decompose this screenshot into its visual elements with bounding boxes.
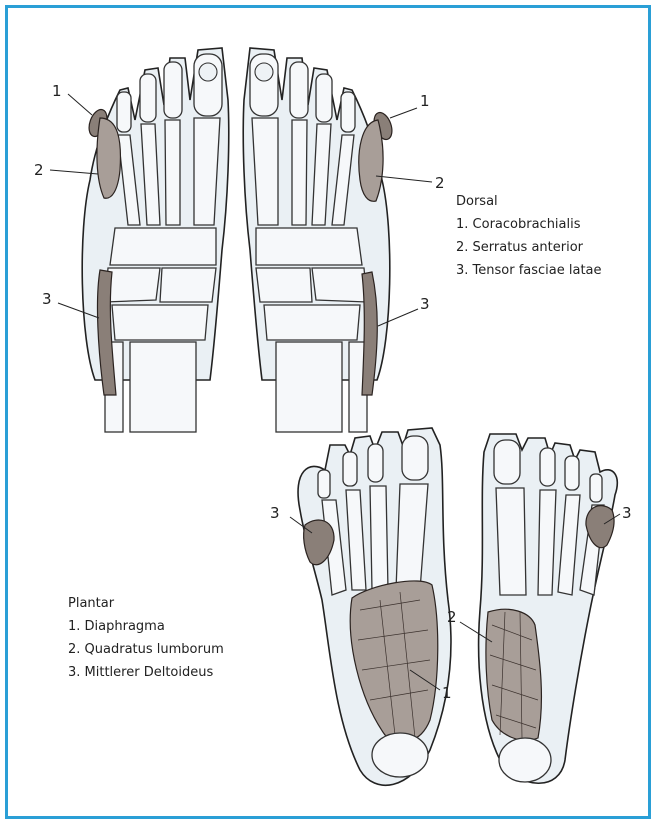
marker-dorsal-left-2: 2 xyxy=(34,161,44,179)
plantar-right-foot xyxy=(479,434,618,783)
dorsal-legend: Dorsal 1. Coracobrachialis 2. Serratus a… xyxy=(456,190,602,282)
plantar-left-foot xyxy=(298,428,451,785)
marker-dorsal-left-3: 3 xyxy=(42,290,52,308)
marker-plantar-left-3: 3 xyxy=(270,504,280,522)
dorsal-heading: Dorsal xyxy=(456,190,602,213)
dorsal-item-1: 1. Coracobrachialis xyxy=(456,213,602,236)
plantar-item-1: 1. Diaphragma xyxy=(68,615,224,638)
marker-dorsal-right-2: 2 xyxy=(435,174,445,192)
dorsal-item-2: 2. Serratus anterior xyxy=(456,236,602,259)
dorsal-item-3: 3. Tensor fasciae latae xyxy=(456,259,602,282)
plantar-item-2: 2. Quadratus lumborum xyxy=(68,638,224,661)
serratus-anterior-left xyxy=(97,118,121,198)
marker-dorsal-right-1: 1 xyxy=(420,92,430,110)
plantar-heading: Plantar xyxy=(68,592,224,615)
plantar-legend: Plantar 1. Diaphragma 2. Quadratus lumbo… xyxy=(68,592,224,684)
marker-dorsal-left-1: 1 xyxy=(52,82,62,100)
marker-plantar-right-2: 2 xyxy=(447,608,457,626)
marker-plantar-right-3: 3 xyxy=(622,504,632,522)
plantar-item-3: 3. Mittlerer Deltoideus xyxy=(68,661,224,684)
marker-plantar-left-1: 1 xyxy=(442,684,452,702)
marker-dorsal-right-3: 3 xyxy=(420,295,430,313)
